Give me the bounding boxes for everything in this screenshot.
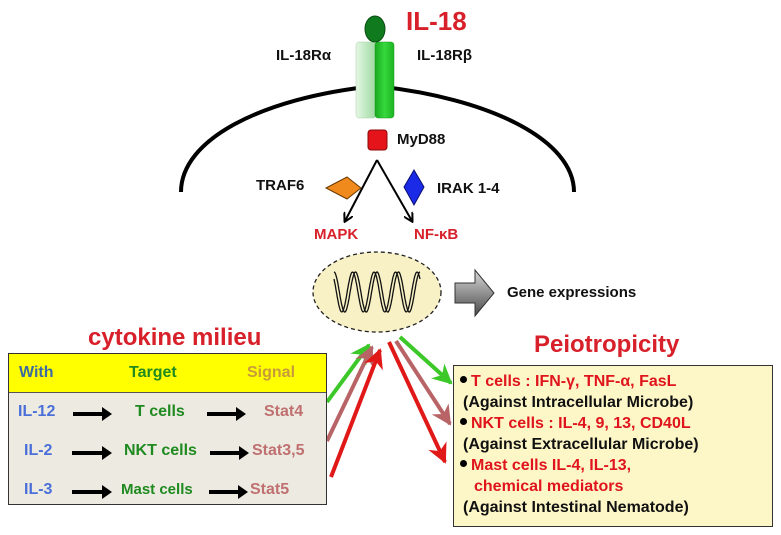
table-row: IL-2 NKT cells Stat3,5 xyxy=(9,436,326,472)
arrow-right-icon xyxy=(72,446,112,460)
arrow-to-nfkb xyxy=(376,159,412,221)
row-with: IL-12 xyxy=(18,403,56,420)
effect-text-continued: chemical mediators xyxy=(474,478,624,495)
row-target: T cells xyxy=(135,403,185,420)
gene-expressions-label: Gene expressions xyxy=(507,284,637,301)
myd88-label: MyD88 xyxy=(397,131,446,148)
table-row: IL-12 T cells Stat4 xyxy=(9,397,326,433)
output-arrow-green xyxy=(398,335,453,385)
output-arrow-brown xyxy=(394,339,452,426)
arrow-to-mapk xyxy=(345,159,378,221)
il18-title: IL-18 xyxy=(406,6,467,36)
row-target: Mast cells xyxy=(121,481,193,498)
effect-note: (Against Intracellular Microbe) xyxy=(463,394,694,411)
effect-item: T cells : IFN-γ, TNF-α, FasL xyxy=(460,371,772,392)
effect-text: Mast cells IL-4, IL-13, xyxy=(471,457,632,474)
dna-strand-1 xyxy=(333,271,421,313)
header-signal: Signal xyxy=(247,364,296,381)
dna-strand-2 xyxy=(333,271,421,313)
arrow-right-icon xyxy=(73,407,112,421)
irak-icon xyxy=(403,169,425,207)
arrow-right-icon xyxy=(207,407,246,421)
il18-receptor-icon xyxy=(355,15,395,119)
gray-block-arrow-icon xyxy=(454,268,495,318)
output-arrow-red xyxy=(387,341,447,464)
il18-ligand-icon xyxy=(364,15,386,43)
pleiotropicity-title: Peiotropicity xyxy=(534,331,680,358)
effect-note: (Against Extracellular Microbe) xyxy=(463,436,699,453)
row-target: NKT cells xyxy=(124,442,197,459)
bullet-icon xyxy=(460,418,467,425)
arrow-right-icon xyxy=(210,446,249,460)
row-with: IL-2 xyxy=(24,442,53,459)
effect-item: Mast cells IL-4, IL-13, xyxy=(460,455,772,476)
nfkb-label: NF-κB xyxy=(414,226,459,243)
table-row: IL-3 Mast cells Stat5 xyxy=(9,475,326,511)
row-signal: Stat5 xyxy=(250,481,290,498)
mapk-label: MAPK xyxy=(314,226,359,243)
row-signal: Stat3,5 xyxy=(252,442,305,459)
arrow-right-icon xyxy=(209,485,248,499)
nucleus xyxy=(312,251,442,333)
row-signal: Stat4 xyxy=(264,403,304,420)
table-header: With Target Signal xyxy=(9,354,326,393)
pleiotropicity-box: T cells : IFN-γ, TNF-α, FasL (Against In… xyxy=(453,365,773,527)
effect-item: NKT cells : IL-4, 9, 13, CD40L xyxy=(460,413,772,434)
myd88-icon xyxy=(367,129,388,151)
il18r-beta-chain xyxy=(374,41,395,119)
effect-text: NKT cells : IL-4, 9, 13, CD40L xyxy=(471,415,691,432)
il18r-beta-label: IL-18Rβ xyxy=(417,47,472,64)
il18r-alpha-label: IL-18Rα xyxy=(276,47,332,64)
il18r-alpha-chain xyxy=(355,41,377,119)
traf6-icon xyxy=(324,176,362,200)
cytokine-milieu-title: cytokine milieu xyxy=(88,324,262,351)
irak-label: IRAK 1-4 xyxy=(437,180,500,197)
effect-note: (Against Intestinal Nematode) xyxy=(463,499,689,516)
bullet-icon xyxy=(460,376,467,383)
cytokine-milieu-table: With Target Signal IL-12 T cells Stat4 I… xyxy=(8,353,327,505)
row-with: IL-3 xyxy=(24,481,53,498)
arrow-right-icon xyxy=(72,485,112,499)
dna-helix-icon xyxy=(333,271,421,313)
effect-text: T cells : IFN-γ, TNF-α, FasL xyxy=(471,373,677,390)
input-arrow-red xyxy=(329,348,383,478)
header-with: With xyxy=(19,364,54,381)
header-target: Target xyxy=(129,364,177,381)
traf6-label: TRAF6 xyxy=(256,177,305,194)
bullet-icon xyxy=(460,460,467,467)
